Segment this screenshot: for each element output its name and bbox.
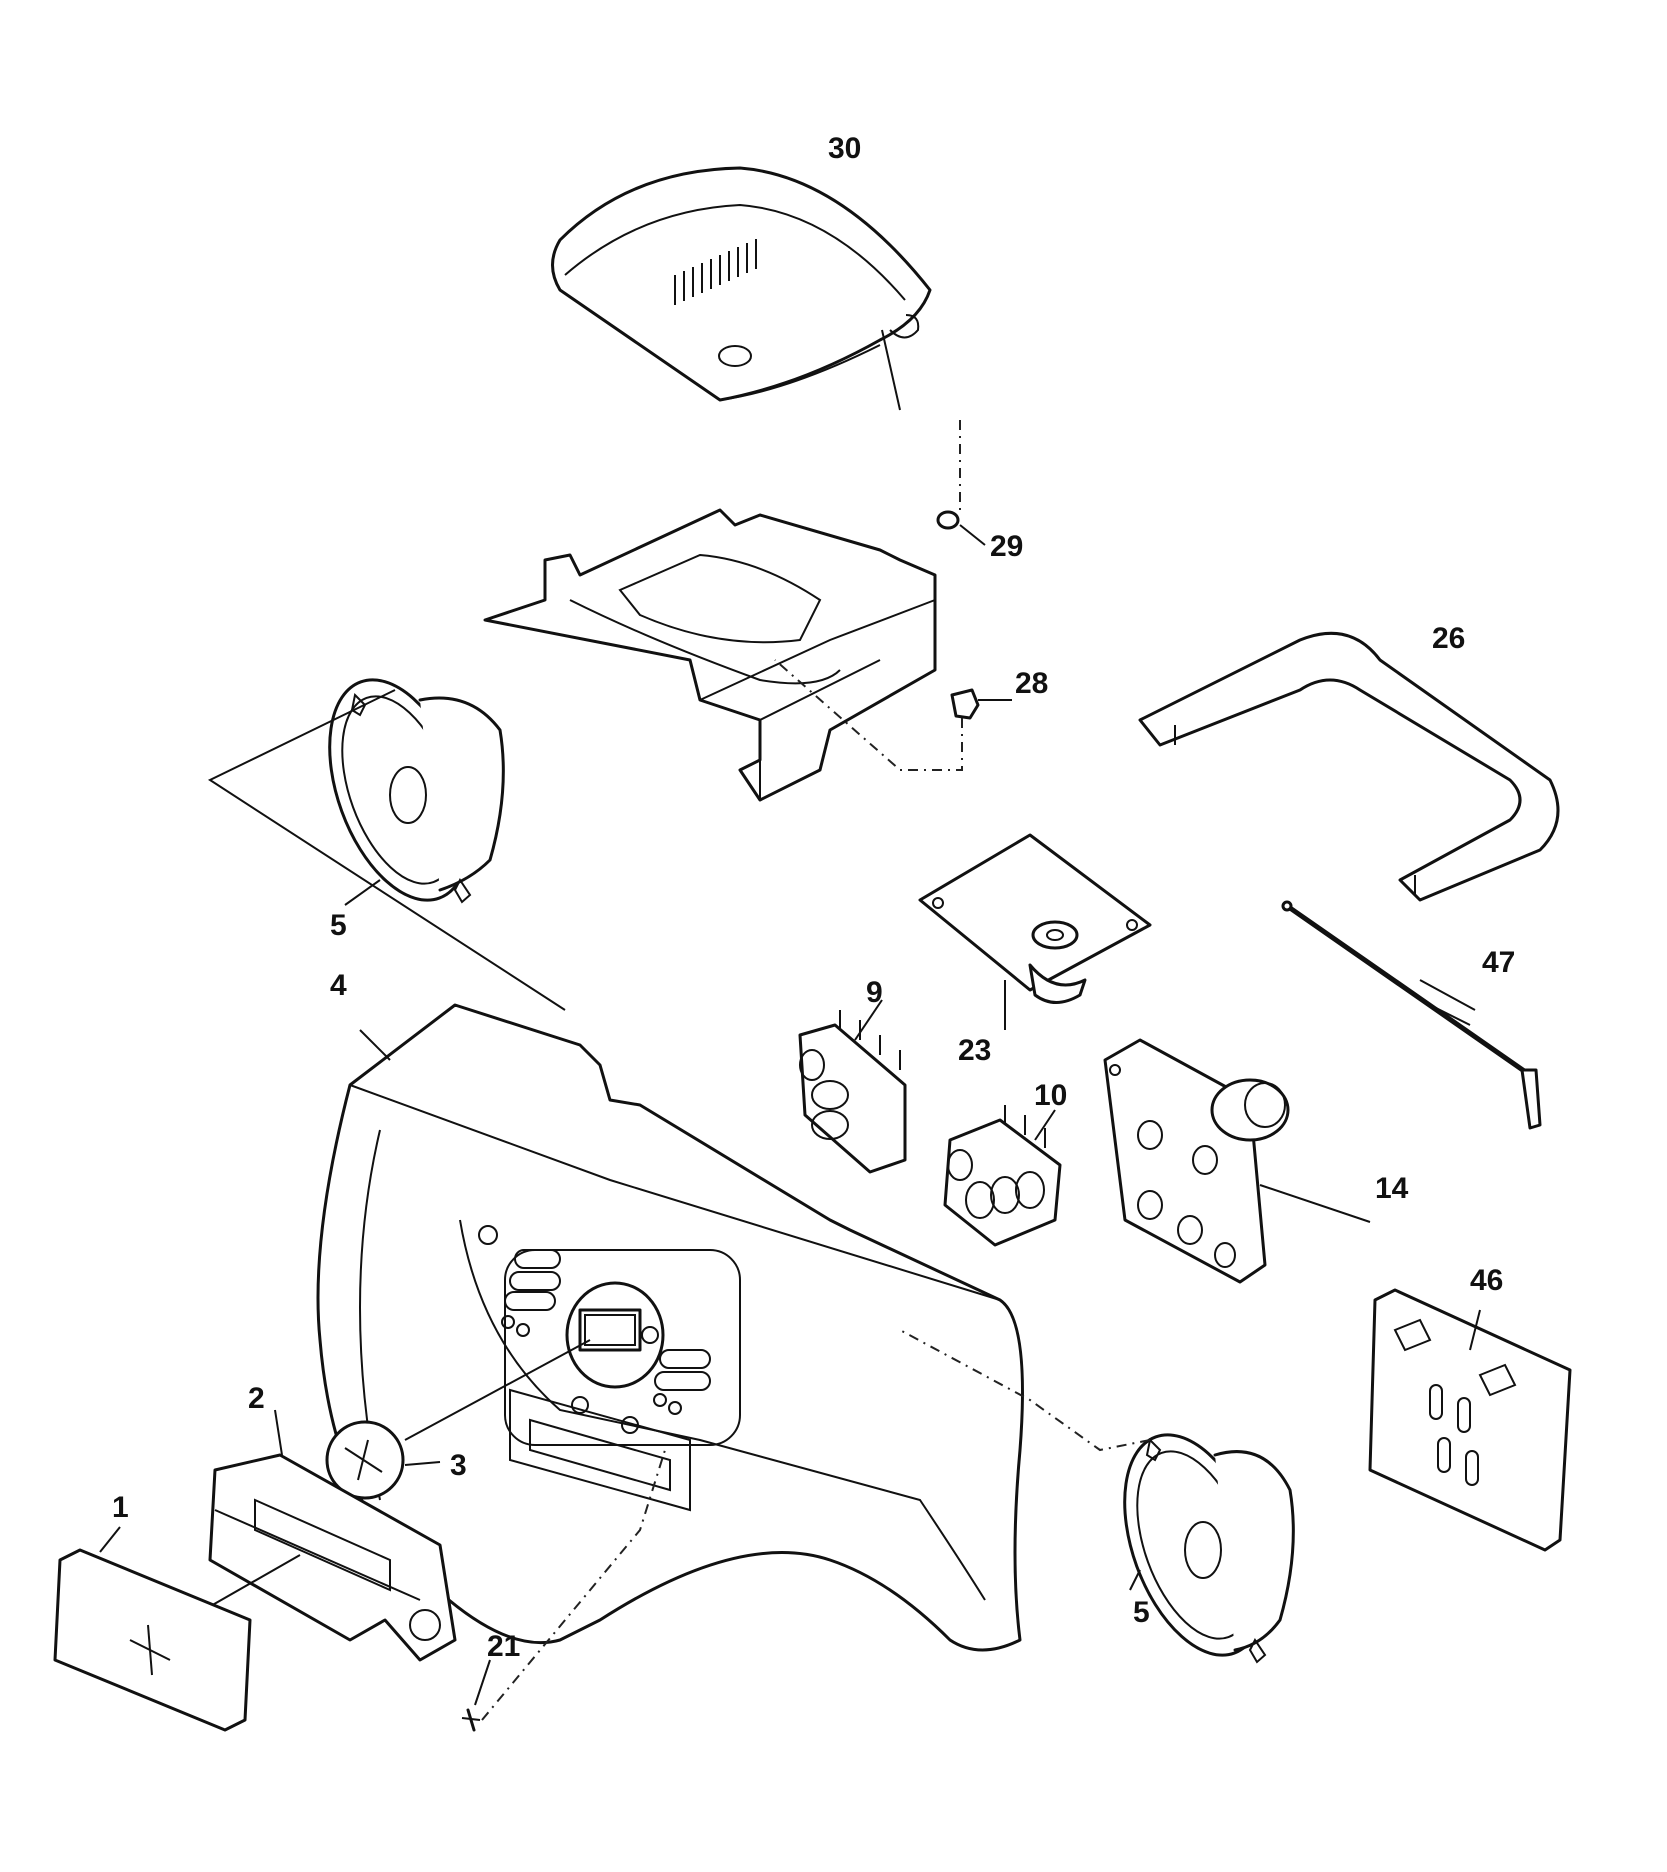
callout-9: 9 [866,976,883,1009]
part-28-knob [774,659,980,771]
callout-47: 47 [1482,946,1515,979]
leader-lines [99,329,1481,1706]
callout-2: 2 [248,1382,265,1415]
callout-5-left: 5 [330,909,347,942]
callout-14: 14 [1375,1172,1409,1205]
callout-23: 23 [958,1034,991,1067]
callout-26: 26 [1432,622,1465,655]
callout-1: 1 [112,1491,129,1524]
callout-21: 21 [487,1630,520,1663]
part-2-cassette-holder [194,1453,457,1662]
part-30-top-cover [551,166,932,402]
callout-28: 28 [1015,667,1048,700]
part-47-antenna [1281,900,1542,1130]
part-5-speaker-left [207,678,566,1011]
callout-30: 30 [828,132,861,165]
part-10-switch-assembly [943,1105,1062,1247]
part-21-screw [461,1449,666,1732]
callout-5-right: 5 [1133,1596,1150,1629]
part-1-cassette-door [53,1548,252,1732]
part-14-main-board [1103,1038,1290,1284]
part-26-carry-handle [1138,631,1560,902]
callout-4: 4 [330,969,347,1002]
part-3-window-lens [325,1339,591,1500]
callout-46: 46 [1470,1264,1503,1297]
callout-10: 10 [1034,1079,1067,1112]
part-46-battery-cover [1368,1288,1572,1552]
part-4-front-cabinet [316,1003,1024,1652]
part-5-speaker-right [899,1329,1295,1664]
callout-3: 3 [450,1449,467,1482]
part-23-cd-board [918,833,1152,1004]
part-9-switch-assembly [798,1010,907,1174]
cover-vent-grille [674,239,757,305]
callout-29: 29 [990,530,1023,563]
part-29-spring [936,420,961,530]
callout-labels: 30 29 28 26 5 4 9 23 47 10 14 46 2 3 1 2… [112,132,1515,1663]
cd-mechanism-chassis [483,508,937,802]
